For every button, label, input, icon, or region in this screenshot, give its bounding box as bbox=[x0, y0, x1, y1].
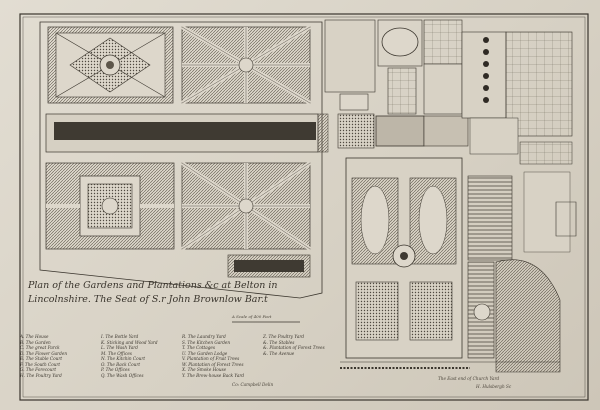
plate-border bbox=[19, 13, 589, 401]
scale-label: A Scale of 400 Feet bbox=[232, 314, 272, 319]
plan-title-line-2: Lincolnshire. The Seat of S.r John Brown… bbox=[28, 294, 268, 305]
designer-credit: Co: Campbell Delin bbox=[232, 382, 274, 387]
legend-item: N. The Kitchin Court bbox=[101, 356, 146, 361]
legend-item: Q. The Wash Offices bbox=[101, 372, 144, 378]
legend-item: &. The Avenue bbox=[263, 350, 295, 356]
legend-item: S. The Kitchen Garden bbox=[182, 339, 231, 345]
right-plantations bbox=[467, 171, 577, 373]
plan-title: Plan of the Gardens and Plantations &c a… bbox=[28, 279, 278, 307]
legend: A. The House B. The Garden C. The great … bbox=[20, 334, 340, 378]
small-pond bbox=[234, 260, 304, 272]
legend-item: A. The House bbox=[20, 334, 49, 339]
legend-item: C. The great Parck bbox=[20, 345, 60, 350]
legend-item: U. The Garden Lodge bbox=[182, 350, 228, 356]
legend-item: W. Plantation of Forest Trees bbox=[182, 361, 244, 367]
legend-item: B. The Garden bbox=[20, 339, 51, 345]
parterre-top-middle bbox=[180, 25, 312, 105]
legend-item: D. The Flower Garden bbox=[20, 350, 68, 356]
legend-column: I. The Bottle Yard K. Sticking and Wood … bbox=[101, 334, 178, 378]
view-caption: The East end of Church Yard bbox=[438, 376, 500, 381]
house-block bbox=[324, 19, 469, 149]
legend-column: R. The Laundry Yard S. The Kitchen Garde… bbox=[182, 334, 259, 378]
legend-item: P. The Offices bbox=[101, 367, 130, 372]
legend-item: K. Sticking and Wood Yard bbox=[101, 339, 158, 345]
legend-item: T. The Cottages bbox=[182, 345, 216, 350]
legend-item: Z. The Poultry Yard bbox=[263, 334, 305, 339]
legend-item: G. The Forecourt bbox=[20, 367, 57, 372]
legend-item: R. The Laundry Yard bbox=[182, 334, 226, 339]
legend-item: V. Plantation of Fruit Trees bbox=[182, 356, 240, 361]
tree-avenue bbox=[461, 31, 573, 165]
plan-title-line-1: Plan of the Gardens and Plantations &c a… bbox=[28, 280, 278, 291]
legend-item: X. The Smoke House bbox=[182, 367, 227, 372]
legend-item: O. The Back Court bbox=[101, 361, 141, 367]
legend-item: E. The Stable Court bbox=[20, 356, 63, 361]
long-canal bbox=[45, 113, 329, 153]
legend-item: I. The Bottle Yard bbox=[101, 334, 139, 339]
parterre-lower-left bbox=[45, 162, 175, 250]
kitchen-garden bbox=[345, 157, 463, 359]
legend-item: &. The Stables bbox=[263, 339, 295, 345]
garden-boundary bbox=[39, 21, 323, 299]
parterre-top-left bbox=[47, 26, 174, 104]
legend-column: Z. The Poultry Yard &. The Stables &. Pl… bbox=[263, 334, 340, 378]
plate-inner-border bbox=[22, 16, 586, 398]
legend-item: F. The South Court bbox=[20, 361, 61, 367]
legend-item: M. The Offices bbox=[101, 350, 132, 356]
legend-item: &. Plantation of Forest Trees bbox=[263, 345, 325, 350]
legend-item: L. The Wash Yard bbox=[101, 345, 138, 350]
parterre-lower-middle bbox=[180, 161, 312, 251]
legend-item: Y. The Brew-house Back Yard bbox=[182, 372, 245, 378]
legend-item: H. The Poultry Yard bbox=[20, 372, 62, 378]
engraver-credit: H. Hulsbergh Sc bbox=[476, 384, 512, 389]
legend-column: A. The House B. The Garden C. The great … bbox=[20, 334, 97, 378]
